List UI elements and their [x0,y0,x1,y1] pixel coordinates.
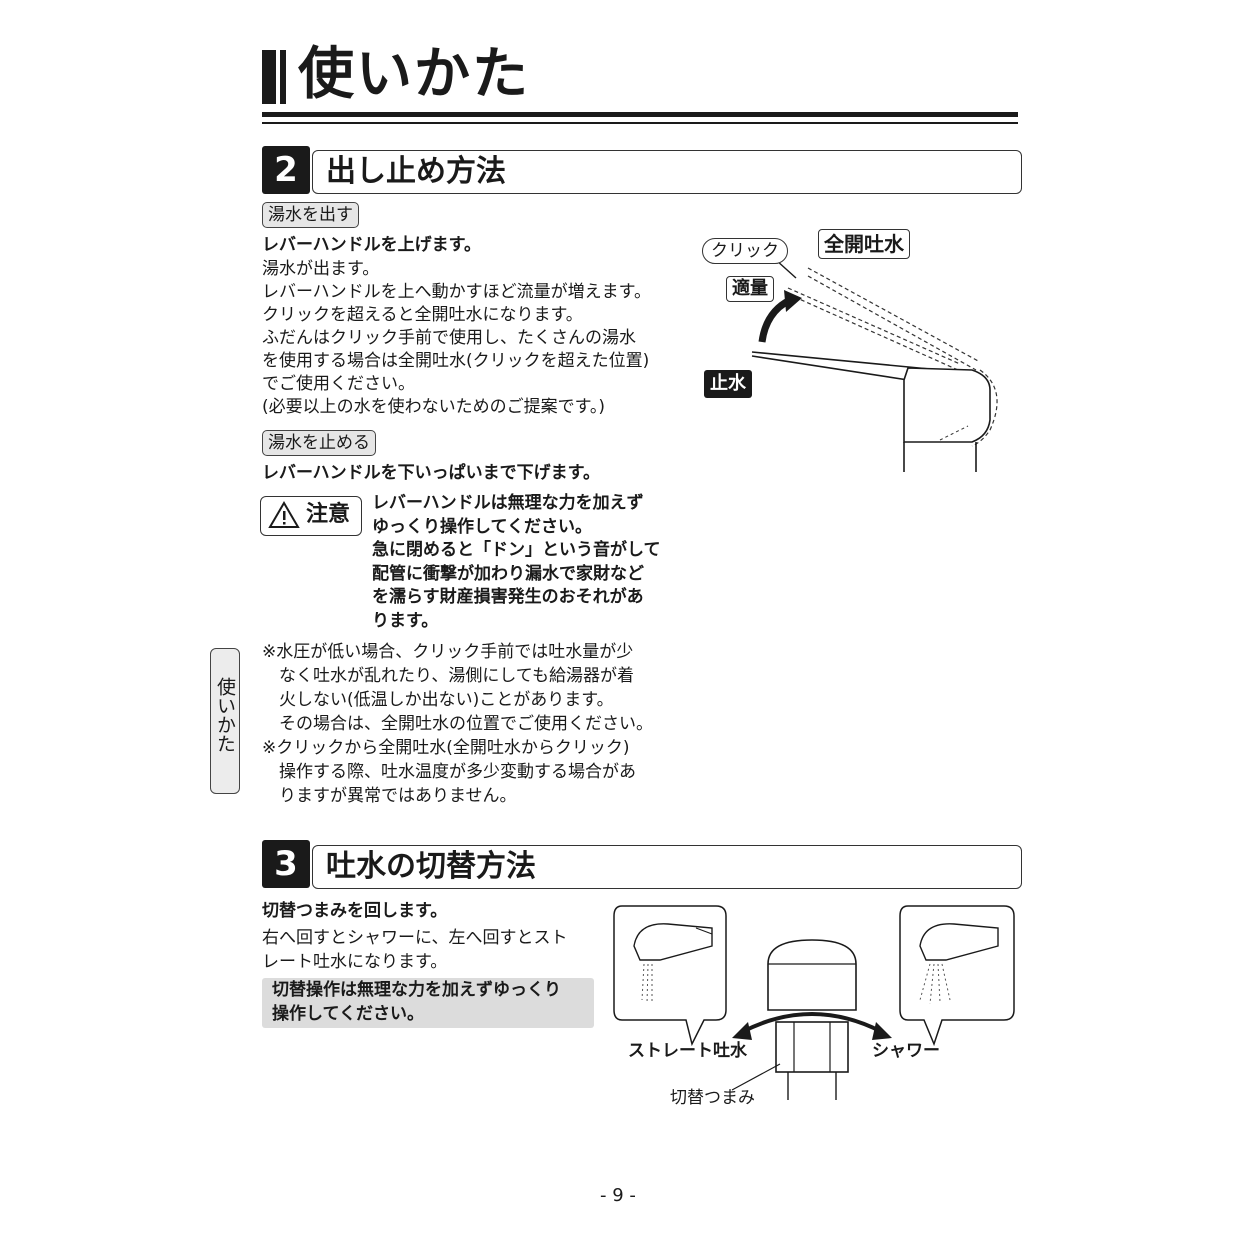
section2-number: 2 [262,146,310,194]
diagram-full-open-label: 全開吐水 [818,229,910,259]
hot-on-label: 湯水を出す [262,202,359,228]
note-low-pressure: ※水圧が低い場合、クリック手前では吐水量が少 なく吐水が乱れたり、湯側にしても給… [262,642,653,734]
switch-diagram [613,905,1015,1100]
side-tab-label: 使いかた [214,677,236,753]
switch-straight-label: ストレート吐水 [628,1041,747,1061]
hot-off-label: 湯水を止める [262,430,376,456]
title-bar-mark [262,50,276,104]
hot-on-body: 湯水が出ます。 レバーハンドルを上へ動かすほど流量が増えます。 クリックを超える… [262,259,651,417]
warning-icon [268,501,300,528]
side-tab: 使いかた [210,648,240,794]
diagram-click-label: クリック [702,238,788,264]
hot-off-heading: レバーハンドルを下いっぱいまで下げます。 [262,463,600,483]
diagram-moderate-label: 適量 [726,276,774,302]
section3-header-box [312,845,1022,889]
section3-warning-box [262,978,594,1028]
title-bar-mark-thin [280,50,286,104]
caution-box [260,496,362,536]
title-rule [262,112,1018,117]
diagram-stop-label: 止水 [704,370,752,398]
caution-text: レバーハンドルは無理な力を加えず ゆっくり操作してください。 急に閉めると「ドン… [372,493,661,631]
switch-shower-label: シャワー [872,1041,940,1061]
section3-number: 3 [262,840,310,888]
page-number: - 9 - [600,1185,636,1206]
section3-body: 右へ回すとシャワーに、左へ回すとスト レート吐水になります。 [262,928,568,972]
section3-warning: 切替操作は無理な力を加えずゆっくり 操作してください。 [272,980,561,1024]
caution-label: 注意 [306,502,351,527]
page-title: 使いかた [298,42,530,107]
section3-heading: 切替つまみを回します。 [262,901,448,921]
note-temperature: ※クリックから全開吐水(全開吐水からクリック) 操作する際、吐水温度が多少変動す… [262,738,636,806]
switch-knob-label: 切替つまみ [670,1088,755,1108]
hot-on-heading: レバーハンドルを上げます。 [262,235,481,255]
section3-title: 吐水の切替方法 [326,849,536,884]
section2-title: 出し止め方法 [326,154,506,189]
title-rule-thin [262,122,1018,124]
lever-diagram [751,259,998,472]
section2-header-box [312,150,1022,194]
